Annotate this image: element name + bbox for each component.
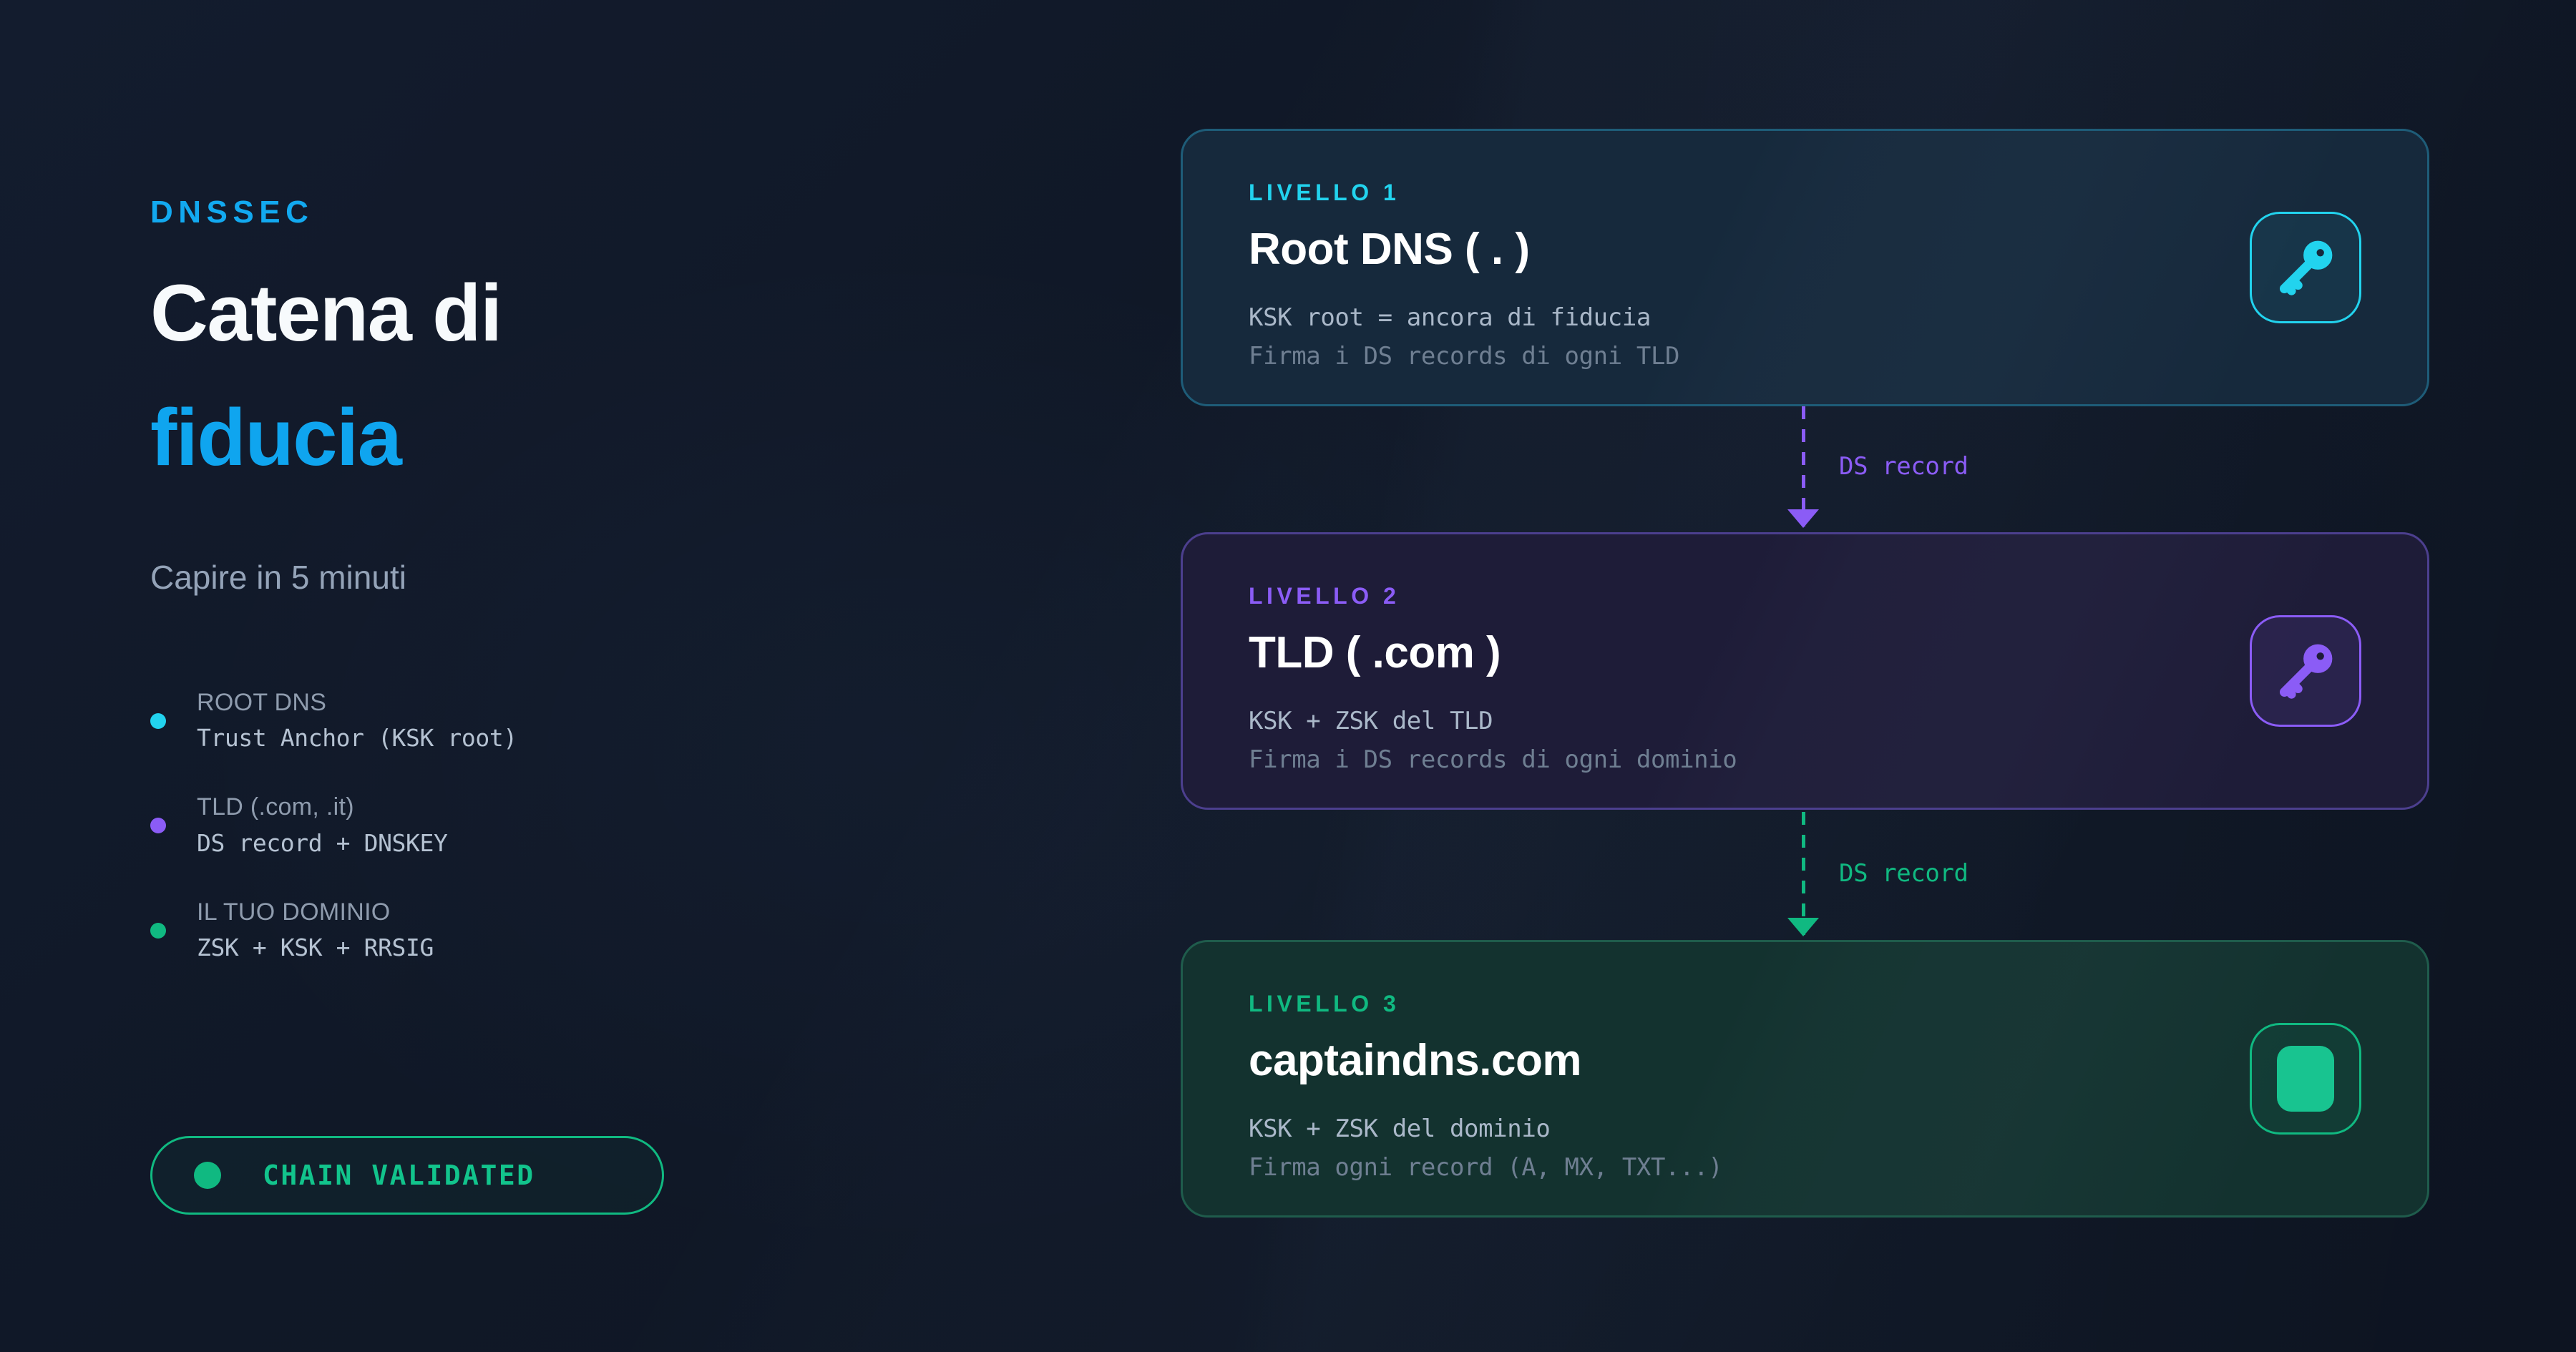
bullet-dot-icon: [150, 922, 166, 939]
page-title: Catena di fiducia: [150, 273, 502, 478]
card-icon-badge: [2250, 212, 2361, 323]
chain-diagram: LIVELLO 1 Root DNS ( . ) KSK root = anco…: [1181, 0, 2429, 1352]
card-icon-badge: [2250, 1023, 2361, 1135]
chain-level-card-1[interactable]: LIVELLO 1 Root DNS ( . ) KSK root = anco…: [1181, 129, 2429, 406]
card-title: Root DNS ( . ): [1249, 225, 1530, 274]
connector-level-2-to-3: DS record: [1732, 812, 1968, 936]
arrow-down-icon: [1787, 509, 1819, 528]
card-icon-badge: [2250, 615, 2361, 727]
list-item-title: TLD (.com, .it): [197, 793, 354, 821]
status-badge[interactable]: CHAIN VALIDATED: [150, 1136, 664, 1215]
connector-label: DS record: [1839, 859, 1968, 888]
card-detail-primary: KSK + ZSK del dominio: [1249, 1115, 1551, 1143]
card-detail-secondary: Firma i DS records di ogni TLD: [1249, 342, 1680, 371]
list-item-detail: DS record + DNSKEY: [197, 828, 448, 857]
card-detail-primary: KSK root = ancora di fiducia: [1249, 303, 1651, 332]
connector-level-1-to-2: DS record: [1732, 406, 1968, 528]
key-icon: [2273, 638, 2338, 704]
arrow-down-icon: [1787, 918, 1819, 936]
page-title-line-1: Catena di: [150, 268, 502, 358]
page-title-line-2: fiducia: [150, 393, 402, 482]
list-item: TLD (.com, .it) DS record + DNSKEY: [150, 791, 794, 859]
chain-level-card-2[interactable]: LIVELLO 2 TLD ( .com ) KSK + ZSK del TLD…: [1181, 532, 2429, 810]
card-level-label: LIVELLO 3: [1249, 991, 1400, 1017]
connector-dashed-line: [1802, 812, 1805, 935]
bullet-dot-icon: [150, 818, 166, 834]
card-title: captaindns.com: [1249, 1036, 1582, 1085]
status-dot-icon: [194, 1162, 221, 1189]
page-subtitle: Capire in 5 minuti: [150, 559, 406, 596]
bullet-dot-icon: [150, 713, 166, 729]
list-item-detail: ZSK + KSK + RRSIG: [197, 933, 434, 961]
list-item-title: IL TUO DOMINIO: [197, 898, 391, 926]
chain-level-card-3[interactable]: LIVELLO 3 captaindns.com KSK + ZSK del d…: [1181, 940, 2429, 1218]
eyebrow-label: DNSSEC: [150, 195, 314, 230]
connector-label: DS record: [1839, 452, 1968, 481]
card-level-label: LIVELLO 1: [1249, 180, 1400, 205]
list-item: IL TUO DOMINIO ZSK + KSK + RRSIG: [150, 896, 794, 964]
card-detail-secondary: Firma ogni record (A, MX, TXT...): [1249, 1153, 1723, 1182]
hero-panel: DNSSEC Catena di fiducia Capire in 5 min…: [150, 0, 1045, 1352]
key-icon: [2273, 235, 2338, 300]
list-item-detail: Trust Anchor (KSK root): [197, 724, 517, 753]
summary-list: ROOT DNS Trust Anchor (KSK root) TLD (.c…: [150, 687, 794, 1001]
connector-dashed-line: [1802, 406, 1805, 526]
card-title: TLD ( .com ): [1249, 628, 1501, 677]
list-item-title: ROOT DNS: [197, 689, 327, 716]
status-badge-label: CHAIN VALIDATED: [263, 1160, 535, 1191]
list-item: ROOT DNS Trust Anchor (KSK root): [150, 687, 794, 755]
card-detail-secondary: Firma i DS records di ogni dominio: [1249, 745, 1737, 774]
card-level-label: LIVELLO 2: [1249, 583, 1400, 609]
globe-block-icon: [2277, 1046, 2334, 1112]
card-detail-primary: KSK + ZSK del TLD: [1249, 707, 1493, 735]
